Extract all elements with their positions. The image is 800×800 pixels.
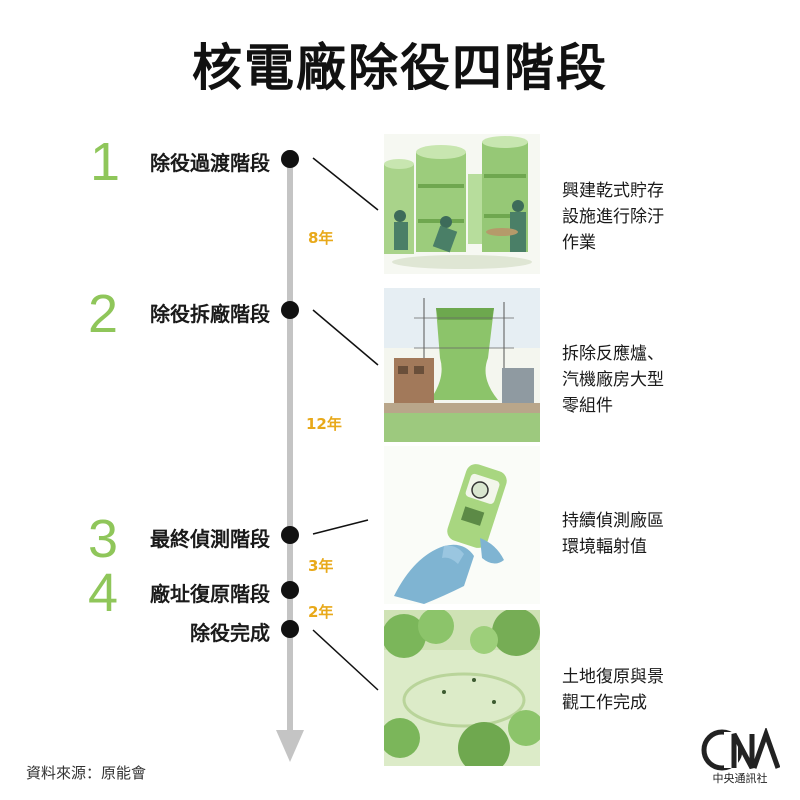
description-line: 拆除反應爐、 xyxy=(562,344,664,364)
timeline-arrow-icon xyxy=(276,730,304,762)
restored-land-illustration xyxy=(384,610,540,766)
timeline-dot-2 xyxy=(281,301,299,319)
duration-stage-1: 8年 xyxy=(308,229,334,247)
data-source-note: 資料來源：原能會 xyxy=(26,764,147,782)
radiation-meter-illustration xyxy=(384,446,540,604)
description-stage-1: 興建乾式貯存 設施進行除汙 作業 xyxy=(562,178,702,256)
page-title: 核電廠除役四階段 xyxy=(192,39,608,97)
description-line: 持續偵測廠區 xyxy=(562,511,664,531)
duration-stage-4: 2年 xyxy=(308,603,334,621)
stage-number-1: 1 xyxy=(90,132,121,192)
connector-3 xyxy=(312,519,369,535)
stage-label-4: 廠址復原階段 xyxy=(150,582,270,606)
timeline-dot-complete xyxy=(281,620,299,638)
timeline-line xyxy=(287,150,293,740)
description-line: 興建乾式貯存 xyxy=(562,181,664,201)
stage-number-3: 3 xyxy=(88,509,119,569)
connector-4 xyxy=(312,629,379,691)
description-line: 觀工作完成 xyxy=(562,693,647,713)
timeline-dot-3 xyxy=(281,526,299,544)
dry-storage-illustration xyxy=(384,134,540,274)
stage-label-2: 除役拆廠階段 xyxy=(150,302,270,326)
description-line: 零組件 xyxy=(562,396,613,416)
description-line: 土地復原與景 xyxy=(562,667,664,687)
description-line: 設施進行除汙 xyxy=(562,207,664,227)
timeline-dot-4 xyxy=(281,581,299,599)
connector-1 xyxy=(312,157,379,211)
stage-number-2: 2 xyxy=(88,284,119,344)
description-line: 作業 xyxy=(562,233,596,253)
description-line: 環境輻射值 xyxy=(562,537,647,557)
cna-logo-text: 中央通訊社 xyxy=(712,772,768,785)
stage-label-3: 最終偵測階段 xyxy=(150,527,270,551)
duration-stage-3: 3年 xyxy=(308,557,334,575)
description-stage-3: 持續偵測廠區 環境輻射值 xyxy=(562,508,702,560)
cna-logo-icon xyxy=(701,728,780,771)
plant-demolition-illustration xyxy=(384,288,540,442)
timeline-dot-1 xyxy=(281,150,299,168)
stage-label-complete: 除役完成 xyxy=(190,621,270,645)
stage-label-1: 除役過渡階段 xyxy=(150,151,270,175)
description-line: 汽機廠房大型 xyxy=(562,370,664,390)
description-stage-2: 拆除反應爐、 汽機廠房大型 零組件 xyxy=(562,341,702,419)
stage-number-4: 4 xyxy=(88,563,119,623)
connector-2 xyxy=(312,309,379,366)
description-stage-4: 土地復原與景 觀工作完成 xyxy=(562,664,702,716)
duration-stage-2: 12年 xyxy=(306,415,342,433)
